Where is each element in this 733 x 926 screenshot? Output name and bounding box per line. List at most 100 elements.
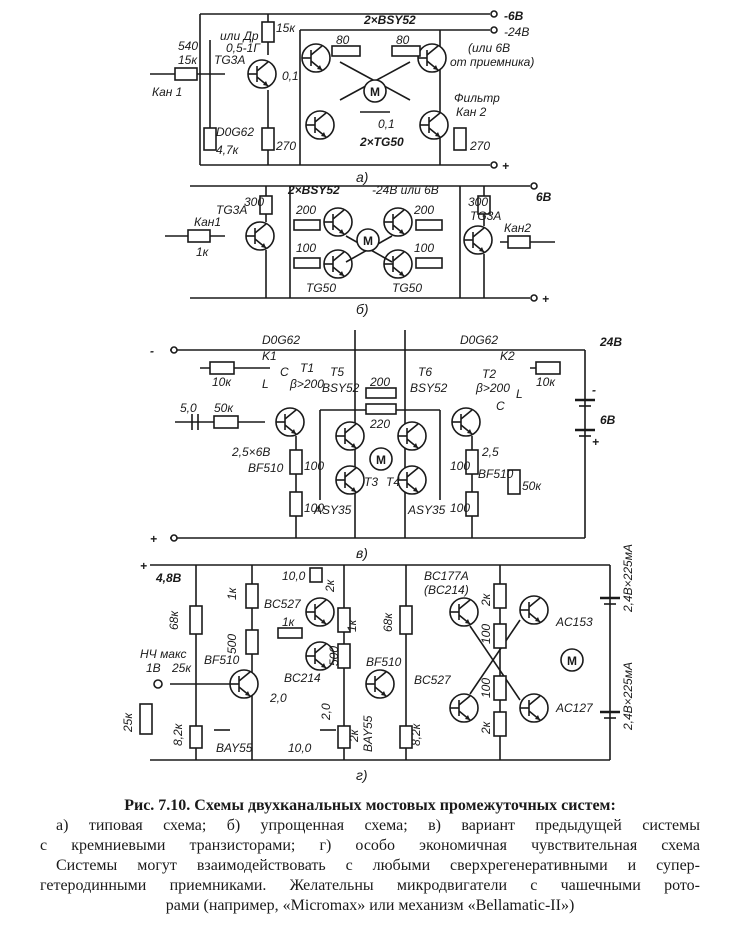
component-label: Фильтр <box>454 91 500 105</box>
component-label: T3 <box>364 475 378 489</box>
supply-label: 24В <box>599 335 622 349</box>
component-label: BF510 <box>366 655 402 669</box>
component-label: 50к <box>214 401 234 415</box>
component-label: BC214 <box>284 671 321 685</box>
component-label: 500 <box>327 646 341 666</box>
supply-label: - <box>150 344 154 358</box>
supply-label: + <box>592 435 599 449</box>
component-label: 8,2к <box>409 722 423 746</box>
component-label: 80 <box>396 33 410 47</box>
component-label: β>200 <box>475 381 510 395</box>
component-label: T5 <box>330 365 344 379</box>
component-label: Кан 1 <box>152 85 182 99</box>
caption-title: Рис. 7.10. Схемы двухканальных мостовых … <box>124 797 616 814</box>
caption-line: с кремниевыми транзисторами; г) особо эк… <box>40 837 700 854</box>
component-label: β>200 <box>289 377 324 391</box>
component-label: Кан1 <box>194 215 221 229</box>
supply-label: - <box>592 383 596 397</box>
component-label: -24В или 6В <box>372 183 439 197</box>
component-label: BC527 <box>414 673 452 687</box>
component-label: 2к <box>323 578 337 593</box>
supply-label: 4,8В <box>155 571 182 585</box>
component-label: 0,1 <box>282 69 299 83</box>
diagram-c: - + 24В 6В - + <box>150 330 622 561</box>
component-label: (BC214) <box>424 583 469 597</box>
supply-label: + <box>502 159 509 173</box>
subfigure-caption: г) <box>356 767 368 783</box>
component-label: 25к <box>121 712 135 733</box>
supply-label: + <box>140 559 147 573</box>
component-label: 220 <box>369 417 390 431</box>
component-label: 50к <box>522 479 542 493</box>
component-label: T4 <box>386 475 400 489</box>
component-label: 200 <box>413 203 434 217</box>
subfigure-caption: б) <box>356 301 369 317</box>
component-label: 0,1 <box>378 117 395 131</box>
component-label: 100 <box>479 678 493 698</box>
supply-label: от приемника) <box>450 55 534 69</box>
component-label: 500 <box>225 634 239 654</box>
component-label: 2,5×6В <box>231 445 270 459</box>
component-label: K2 <box>500 349 515 363</box>
component-label: 2к <box>479 592 493 607</box>
component-label: НЧ макс <box>140 647 187 661</box>
component-label: 10,0 <box>288 741 312 755</box>
component-label: K1 <box>262 349 277 363</box>
component-label: 2,5 <box>481 445 499 459</box>
supply-label: + <box>542 292 549 306</box>
component-label: 15к <box>178 53 198 67</box>
diagram-a: -6В -24В (или 6В от приемника) + 540 15к <box>150 9 534 185</box>
component-label: T1 <box>300 361 314 375</box>
component-label: T6 <box>418 365 432 379</box>
component-label: 10к <box>212 375 232 389</box>
component-label: D0G62 <box>216 125 254 139</box>
component-label: 100 <box>479 624 493 644</box>
component-label: 10к <box>536 375 556 389</box>
component-label: 100 <box>304 501 324 515</box>
component-label: 2×TG50 <box>359 135 404 149</box>
caption-line: рами (например, «Micromax» или механизм … <box>165 897 575 914</box>
component-label: 15к <box>276 21 296 35</box>
component-label: 2,0 <box>319 703 333 721</box>
component-label: L <box>262 377 269 391</box>
component-label: 2к <box>479 720 493 735</box>
component-label: TG50 <box>306 281 336 295</box>
component-label: 100 <box>450 501 470 515</box>
caption-line: Системы могут взаимодействовать с любыми… <box>56 857 700 874</box>
component-label: T2 <box>482 367 496 381</box>
component-label: BC527 <box>264 597 302 611</box>
component-label: 68к <box>167 610 181 630</box>
supply-label: (или 6В <box>468 41 510 55</box>
component-label: 2к <box>347 728 361 743</box>
component-label: 5,0 <box>180 401 197 415</box>
component-label: TG3A <box>470 209 501 223</box>
component-label: 1к <box>345 618 359 632</box>
component-label: 68к <box>381 612 395 632</box>
component-label: BF510 <box>478 467 514 481</box>
component-label: Кан2 <box>504 221 531 235</box>
component-label: 100 <box>450 459 470 473</box>
component-label: BAY55 <box>216 741 253 755</box>
component-label: 2×BSY52 <box>363 13 416 27</box>
component-label: C <box>280 365 289 379</box>
component-label: AC153 <box>555 615 593 629</box>
component-label: 8,2к <box>171 722 185 746</box>
supply-label: + <box>150 532 157 546</box>
diagram-d: + 4,8В 2,4В×225мА 2,4В×225мА <box>121 544 635 783</box>
component-label: BSY52 <box>322 381 360 395</box>
component-label: 100 <box>414 241 434 255</box>
supply-label: 6В <box>536 190 552 204</box>
component-label: 1к <box>282 615 296 629</box>
component-label: TG50 <box>392 281 422 295</box>
component-label: TG3A <box>216 203 247 217</box>
component-label: BSY52 <box>410 381 448 395</box>
component-label: или Др <box>220 29 259 43</box>
supply-label: -6В <box>504 9 524 23</box>
component-label: Кан 2 <box>456 105 487 119</box>
subfigure-caption: а) <box>356 169 368 185</box>
component-label: 10,0 <box>282 569 306 583</box>
component-label: 2,0 <box>269 691 287 705</box>
component-label: ASY35 <box>313 503 352 517</box>
component-label: 200 <box>369 375 390 389</box>
component-label: 300 <box>244 195 264 209</box>
